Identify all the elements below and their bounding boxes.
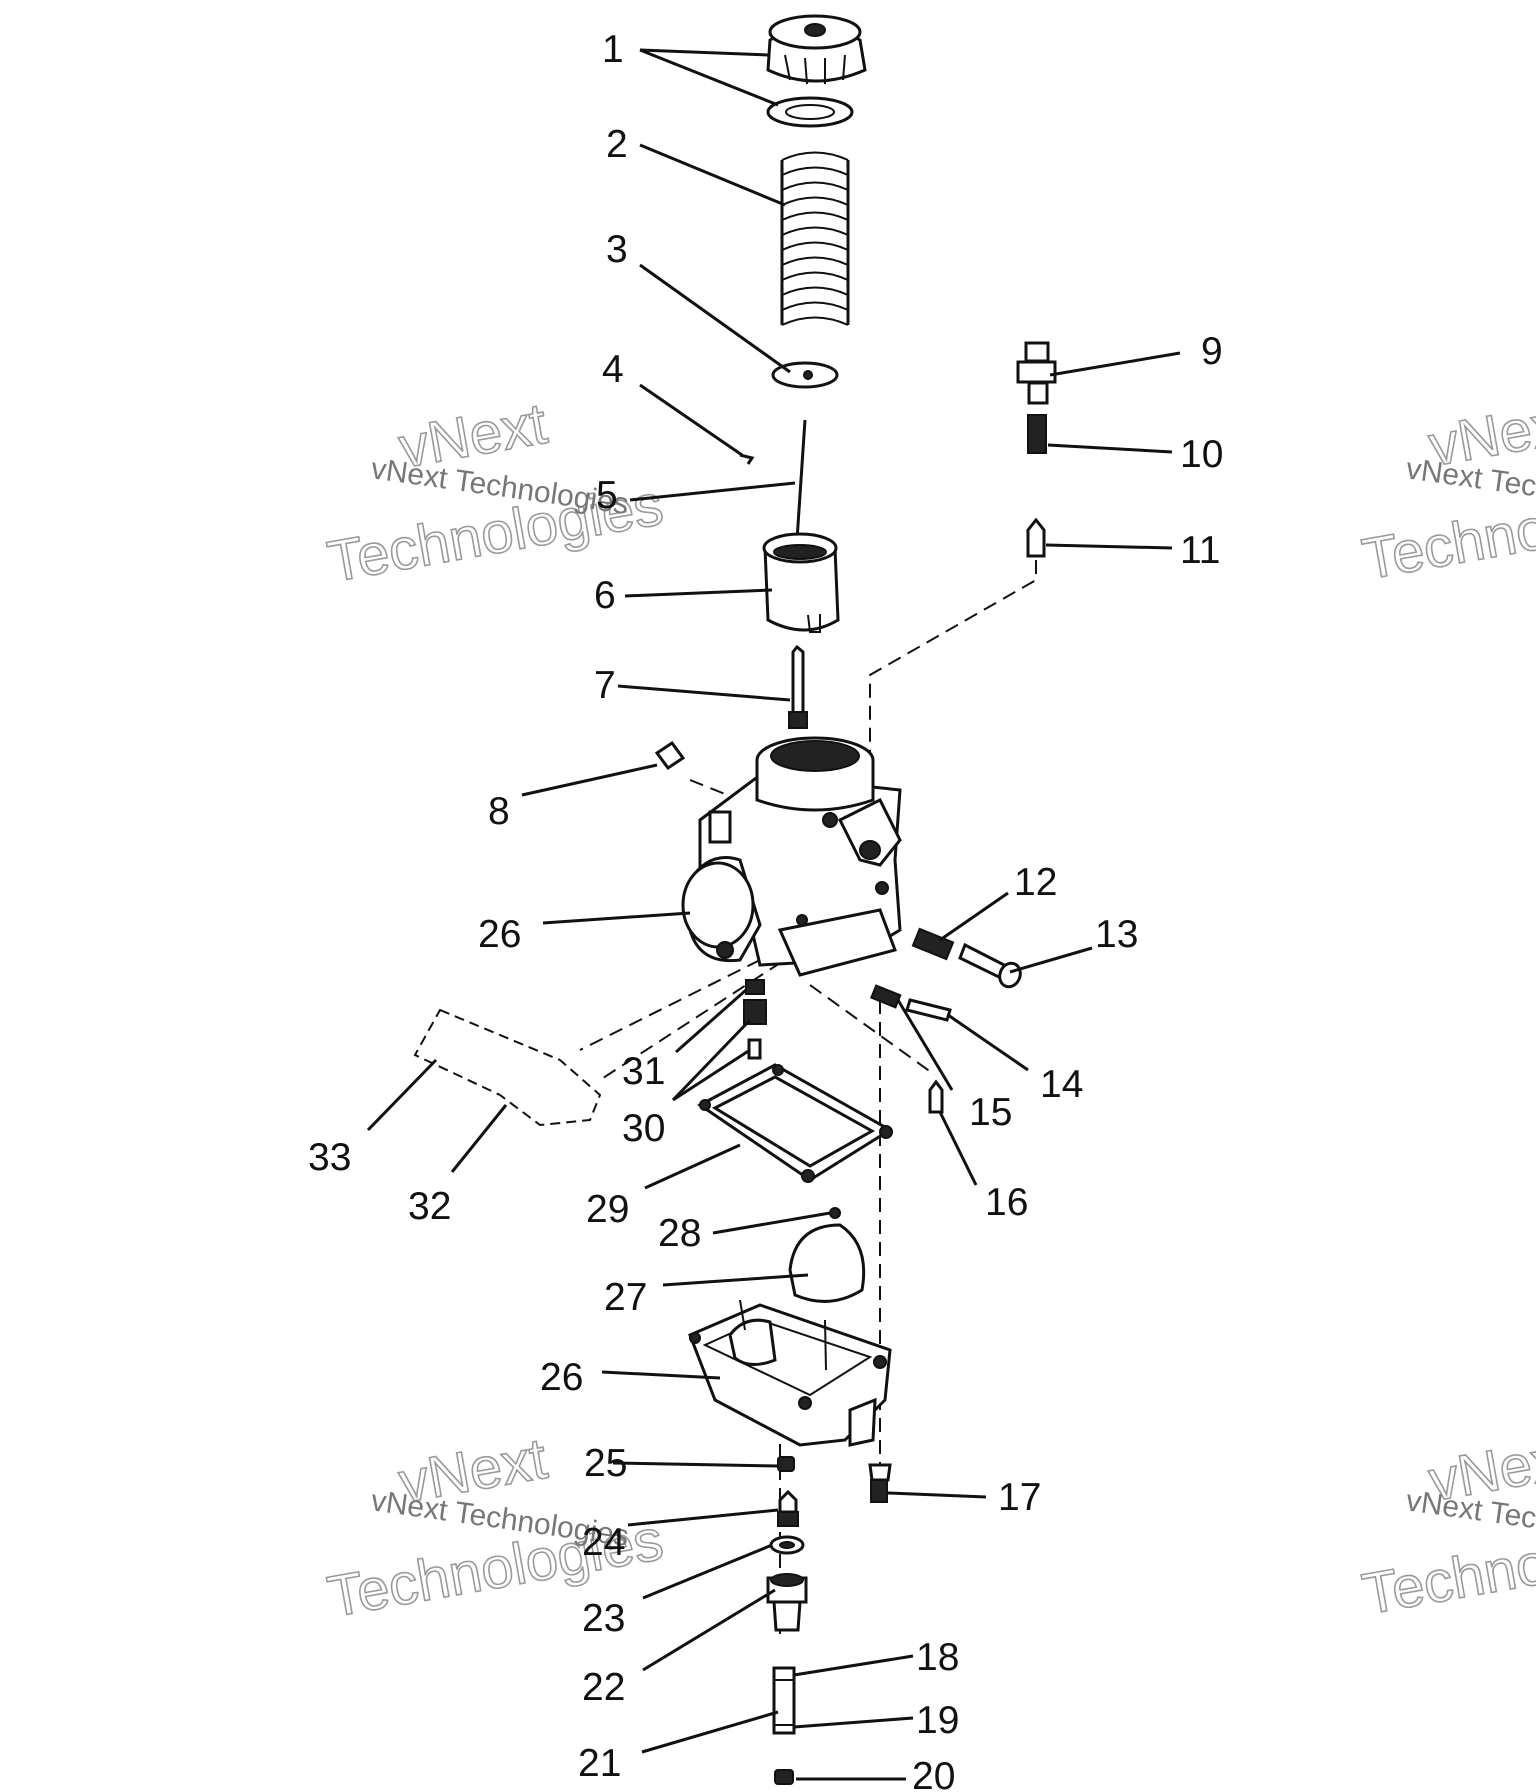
callout-4: 4: [602, 348, 624, 391]
part-26-float-bowl: [688, 1299, 892, 1447]
guide-line-bracket-b: [599, 949, 801, 1081]
callout-27: 27: [604, 1276, 647, 1319]
part-25-nut: [777, 1456, 795, 1472]
callout-8: 8: [488, 790, 510, 833]
callout-16: 16: [985, 1181, 1028, 1224]
part-20-cap: [774, 1769, 794, 1785]
callout-3: 3: [606, 228, 628, 271]
guide-line-bracket-a: [579, 959, 761, 1051]
callout-7: 7: [594, 664, 616, 707]
callout-12: 12: [1014, 861, 1057, 904]
callout-30: 30: [622, 1107, 665, 1150]
callout-1: 1: [602, 28, 624, 71]
part-11-jet: [1026, 517, 1046, 558]
callout-10: 10: [1180, 433, 1223, 476]
guide-line-jet-path: [869, 560, 1037, 860]
part-8-plug: [654, 740, 686, 771]
callout-6: 6: [594, 574, 616, 617]
callout-14: 14: [1040, 1063, 1083, 1106]
callout-24: 24: [582, 1521, 625, 1564]
part-14-pilot-screw: [905, 998, 952, 1022]
part-7-needle-jet: [788, 644, 808, 729]
leader-lines: [366, 48, 1181, 1781]
callout-26-lower: 26: [540, 1356, 583, 1399]
callout-11: 11: [1180, 529, 1221, 572]
part-27-float: [788, 1223, 866, 1303]
callout-33: 33: [308, 1136, 351, 1179]
part-29-gasket: [697, 1063, 893, 1183]
part-3-retainer-plate: [771, 361, 839, 389]
callout-28: 28: [658, 1212, 701, 1255]
carburetor-parts: [654, 14, 1057, 1785]
callout-21: 21: [578, 1742, 621, 1785]
part-10-spring: [1027, 414, 1047, 454]
callout-25: 25: [584, 1442, 627, 1485]
callout-15: 15: [969, 1091, 1012, 1134]
part-31-jet: [745, 979, 765, 995]
callout-13: 13: [1095, 913, 1138, 956]
callout-2: 2: [606, 123, 628, 166]
watermark-group: vNext Technologies vNext Technologies vN…: [322, 388, 1536, 1630]
part-16-small-jet: [928, 1079, 944, 1114]
callout-19: 19: [916, 1699, 959, 1742]
part-6-throttle-slide: [762, 532, 840, 633]
callout-5: 5: [596, 474, 618, 517]
part-24-jet: [777, 1489, 799, 1527]
part-5-needle: [795, 419, 807, 541]
callout-labels: 1 2 3 4 5 6 7 8 9 10 11 12 13 14 15 16 1…: [308, 28, 1223, 1792]
part-30-main-jet: [743, 999, 767, 1060]
callout-23: 23: [582, 1597, 625, 1640]
part-15-spring: [870, 984, 902, 1009]
callout-31: 31: [622, 1050, 665, 1093]
callout-32: 32: [408, 1185, 451, 1228]
part-13-idle-screw: [958, 942, 1022, 989]
part-23-washer: [769, 1535, 805, 1555]
callout-9: 9: [1201, 330, 1223, 373]
carburetor-body: [681, 736, 902, 977]
callout-20: 20: [912, 1755, 955, 1792]
callout-29: 29: [586, 1188, 629, 1231]
part-1-washer: [766, 96, 854, 128]
part-2-spring: [780, 150, 850, 330]
callout-22: 22: [582, 1666, 625, 1709]
part-22-drain-plug: [766, 1573, 808, 1632]
part-1-cap: [766, 14, 867, 85]
part-12-spring: [911, 927, 955, 961]
part-28-pin: [829, 1207, 841, 1219]
bracket-outline: [413, 1008, 602, 1127]
callout-26-upper: 26: [478, 913, 521, 956]
part-18-tube: [772, 1666, 796, 1735]
callout-17: 17: [998, 1476, 1041, 1519]
guide-line-idle-screw: [809, 984, 936, 1076]
callout-18: 18: [916, 1636, 959, 1679]
part-17-bowl-screw: [868, 1463, 892, 1503]
part-4-clip: [739, 453, 755, 465]
part-9-fitting: [1016, 341, 1057, 405]
